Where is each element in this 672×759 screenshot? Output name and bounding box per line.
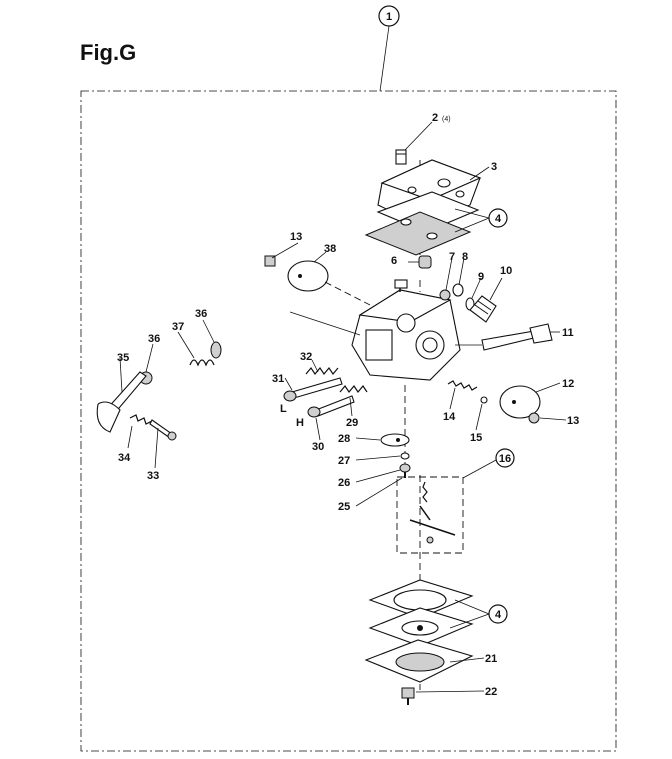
part-label-32: 32 <box>300 351 312 363</box>
spring-part-37 <box>189 359 215 367</box>
callout-circle-4-top <box>488 208 508 228</box>
choke-shaft-part-35 <box>96 371 147 433</box>
part-label-9: 9 <box>478 271 484 283</box>
leader-lines <box>119 121 567 693</box>
part-label-8: 8 <box>462 251 468 263</box>
choke-valve-part-38 <box>287 260 329 292</box>
screw-marker-high: H <box>296 417 304 429</box>
part-label-22: 22 <box>485 686 497 698</box>
washer-part-36-upper <box>210 341 222 359</box>
needle-part-15 <box>480 396 488 404</box>
choke-shaft-line <box>289 311 361 336</box>
part-label-11: 11 <box>562 327 574 339</box>
part-label-14: 14 <box>443 411 456 423</box>
oring-part-27 <box>400 452 410 460</box>
part-label-36-upper: 36 <box>195 308 207 320</box>
metering-kit-part-16 <box>396 476 464 554</box>
choke-align-line <box>324 281 371 306</box>
part-label-27: 27 <box>338 455 350 467</box>
fitting-part-10 <box>469 295 497 323</box>
callout-circle-4-bottom <box>488 604 508 624</box>
spring-part-32 <box>305 366 339 376</box>
part-labels: 2 (4) 3 4 4 6 7 8 9 10 11 12 13 13 14 15… <box>117 112 579 698</box>
part-label-13-right: 13 <box>567 415 579 427</box>
throttle-shaft-part-11 <box>455 323 553 351</box>
metering-cover-part-21 <box>364 639 474 683</box>
filter-part-28 <box>380 433 410 447</box>
needle-seat-part-7 <box>439 289 451 301</box>
screw-part-33 <box>149 419 177 441</box>
assembly-number: 1 <box>386 11 392 23</box>
part-label-6: 6 <box>391 255 397 267</box>
part-label-26: 26 <box>338 477 350 489</box>
throttle-valve-part-12 <box>499 385 541 419</box>
part-label-12: 12 <box>562 378 574 390</box>
part-label-10: 10 <box>500 265 512 277</box>
washer-part-8 <box>452 283 464 297</box>
spring-part-14 <box>447 380 478 391</box>
screw-part-31 <box>283 377 343 402</box>
screw-part-13-right <box>528 412 540 424</box>
part-label-31: 31 <box>272 373 284 385</box>
part-label-3: 3 <box>491 161 497 173</box>
part-label-4-bottom: 4 <box>495 609 502 621</box>
part-label-28: 28 <box>338 433 350 445</box>
part-qty-2: (4) <box>442 116 451 123</box>
metering-gasket-part-4-bottom <box>368 579 474 647</box>
part-label-29: 29 <box>346 417 358 429</box>
part-label-37: 37 <box>172 321 184 333</box>
carburetor-body <box>351 279 461 381</box>
part-label-4-top: 4 <box>495 213 502 225</box>
part-label-16: 16 <box>499 453 511 465</box>
part-label-15: 15 <box>470 432 482 444</box>
part-label-36-lower: 36 <box>148 333 160 345</box>
callout-circle-16 <box>495 448 515 468</box>
spring-part-29 <box>339 384 368 394</box>
part-label-34: 34 <box>118 452 131 464</box>
assembly-leader <box>379 25 390 92</box>
spring-part-34 <box>129 414 153 425</box>
pump-gasket-part-4-top <box>364 191 480 256</box>
screw-part-30 <box>307 395 355 418</box>
ring-part-26 <box>399 463 411 473</box>
screw-part-2 <box>395 149 407 165</box>
part-label-21: 21 <box>485 653 497 665</box>
part-label-2: 2 <box>432 112 438 124</box>
fitting-part-6 <box>418 255 432 269</box>
part-label-13-left: 13 <box>290 231 302 243</box>
screw-marker-low: L <box>280 403 287 415</box>
part-label-25: 25 <box>338 501 350 513</box>
screw-part-22 <box>401 687 415 705</box>
assembly-frame <box>80 90 617 752</box>
part-label-38: 38 <box>324 243 336 255</box>
part-label-35: 35 <box>117 352 129 364</box>
part-label-33: 33 <box>147 470 159 482</box>
figure-title: Fig.G <box>80 40 137 65</box>
screw-part-13-left <box>264 255 276 267</box>
part-label-7: 7 <box>449 251 455 263</box>
part-label-30: 30 <box>312 441 324 453</box>
